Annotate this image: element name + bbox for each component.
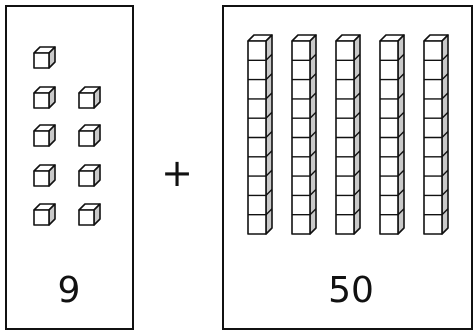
cube-front-face (79, 131, 94, 146)
cube-front-face (79, 171, 94, 186)
unit-cube (34, 165, 55, 186)
left-card-value: 9 (58, 270, 81, 311)
ten-rod (380, 35, 404, 234)
unit-cube (34, 87, 55, 108)
cube-front-face (34, 171, 49, 186)
cube-front-face (79, 93, 94, 108)
unit-cube (79, 204, 100, 225)
ten-rod (248, 35, 272, 234)
cube-front-face (34, 53, 49, 68)
unit-cube (34, 47, 55, 68)
unit-cube (79, 87, 100, 108)
ten-rod (336, 35, 360, 234)
unit-cube (79, 165, 100, 186)
cube-front-face (34, 93, 49, 108)
unit-cube (79, 125, 100, 146)
cube-front-face (34, 131, 49, 146)
cube-front-face (34, 210, 49, 225)
right-card-value: 50 (328, 270, 374, 311)
ten-rod (292, 35, 316, 234)
unit-cube (34, 125, 55, 146)
ten-rod (424, 35, 448, 234)
cube-front-face (79, 210, 94, 225)
plus-sign: + (161, 151, 193, 195)
unit-cube (34, 204, 55, 225)
